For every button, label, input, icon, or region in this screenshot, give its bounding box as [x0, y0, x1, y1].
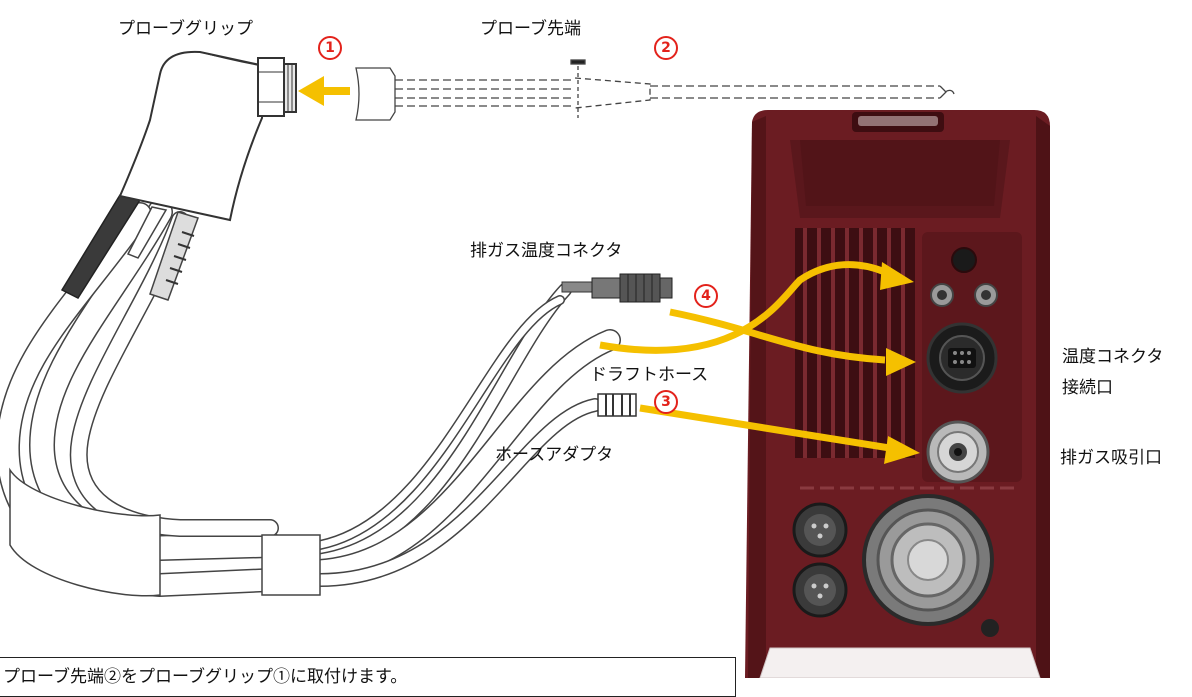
label-probe-grip: プローブグリップ	[118, 19, 253, 39]
small-port-top	[951, 247, 977, 273]
connection-diagram	[0, 50, 1050, 678]
arrow-hose-adapter	[639, 404, 920, 464]
arrow-temp-connector	[669, 308, 916, 376]
analyzer-device	[745, 110, 1050, 678]
instruction-box: プローブ先端②をプローブグリップ①に取付けます。	[0, 657, 736, 697]
label-temp-connector-port-line1: 温度コネクタ	[1062, 347, 1164, 367]
bottom-screw	[981, 619, 999, 637]
marker-1: 1	[318, 36, 342, 60]
label-temp-connector-port-line2: 接続口	[1062, 378, 1113, 398]
label-exhaust-temp-connector: 排ガス温度コネクタ	[470, 241, 623, 261]
connection-arrows	[298, 76, 920, 464]
arrow-draft-hose	[599, 261, 914, 354]
marker-2: 2	[654, 36, 678, 60]
probe-tip	[355, 59, 955, 121]
temperature-connector-port	[926, 322, 998, 394]
marker-4: 4	[694, 284, 718, 308]
label-probe-tip: プローブ先端	[480, 19, 581, 39]
hose-adapter-part	[597, 393, 637, 417]
marker-3: 3	[654, 390, 678, 414]
lower-left-connectors	[792, 502, 848, 618]
exhaust-temp-connector-plug	[561, 273, 673, 303]
label-draft-hose: ドラフトホース	[590, 365, 709, 385]
label-hose-adapter: ホースアダプタ	[495, 445, 614, 465]
label-exhaust-suction-port: 排ガス吸引口	[1060, 448, 1162, 468]
label-temp-connector-port: 温度コネクタ 接続口	[1062, 342, 1163, 404]
probe-hoses	[0, 199, 621, 598]
vent-grille	[795, 228, 915, 458]
cable-sleeves	[60, 194, 199, 301]
exhaust-suction-port	[926, 420, 990, 484]
probe-grip	[118, 50, 297, 222]
large-round-connector	[862, 494, 994, 626]
arrow-tip-to-grip	[298, 76, 350, 106]
